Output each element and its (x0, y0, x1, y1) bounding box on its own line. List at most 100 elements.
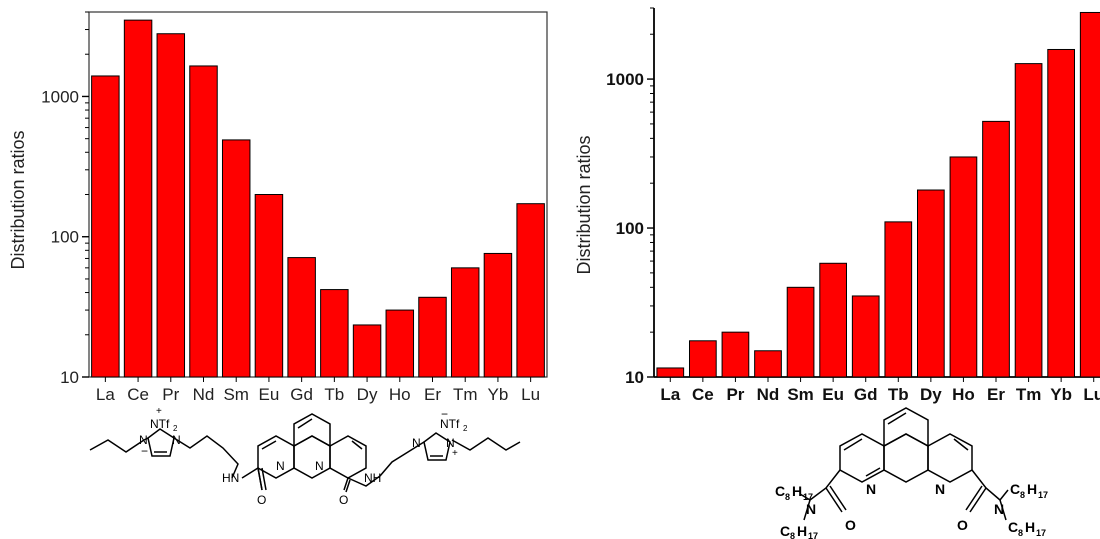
x-tick-label: Lu (1083, 385, 1100, 404)
right-y-ticks: 10 100 1000 (606, 7, 654, 387)
y-tick-label: 100 (616, 219, 644, 238)
x-tick-label: La (96, 385, 115, 404)
right-n-amide-l: N (806, 501, 816, 517)
x-tick-label: Ho (952, 385, 975, 404)
right-o-r: O (957, 517, 968, 533)
bar-Ho (385, 309, 415, 378)
bar-Er (418, 296, 447, 378)
svg-text:17: 17 (803, 492, 813, 502)
svg-text:H: H (797, 523, 807, 539)
svg-text:H: H (1027, 481, 1037, 497)
svg-text:17: 17 (808, 531, 818, 539)
x-tick-label: Lu (521, 385, 540, 404)
bar-Yb (483, 252, 513, 378)
bar-Tm (450, 267, 480, 378)
left-ntf2-label-b: NTf (440, 417, 460, 431)
left-n-b1: N (412, 436, 421, 450)
x-tick-label: Er (424, 385, 441, 404)
bar-La (656, 367, 685, 378)
x-tick-label: Gd (854, 385, 878, 404)
x-tick-label: Pr (726, 385, 744, 404)
svg-text:17: 17 (1038, 490, 1048, 500)
bar-Pr (156, 33, 186, 378)
x-tick-label: Tb (324, 385, 344, 404)
bar-Tb (320, 289, 349, 378)
x-tick-label: Pr (162, 385, 179, 404)
bar-Yb (1047, 48, 1075, 378)
bar-Ho (949, 156, 978, 378)
right-c8h17-top-left: C 8 H 17 (775, 483, 813, 502)
svg-text:8: 8 (785, 492, 790, 502)
y-tick-label: 10 (60, 368, 79, 387)
left-n-a2: N (172, 433, 181, 447)
bar-Er (982, 120, 1010, 378)
right-n-phen2: N (935, 481, 945, 497)
x-tick-label: Dy (357, 385, 378, 404)
x-tick-label: Tm (1016, 385, 1042, 404)
left-y-axis-label: Distribution ratios (8, 130, 28, 269)
x-tick-label: Sm (787, 385, 813, 404)
left-n-b2: N (446, 436, 455, 450)
bar-Tm (1014, 63, 1043, 378)
left-bars (91, 19, 545, 378)
x-tick-label: Nd (757, 385, 780, 404)
bar-Gd (851, 295, 880, 378)
x-tick-label: Sm (223, 385, 249, 404)
left-o-label-b: O (339, 493, 348, 507)
bar-Nd (189, 65, 218, 378)
y-tick-label: 1000 (606, 70, 644, 89)
svg-text:8: 8 (1018, 528, 1023, 538)
right-o-l: O (845, 517, 856, 533)
x-tick-label: Tm (453, 385, 478, 404)
right-c8h17-bottom-left: C 8 H 17 (780, 523, 818, 539)
bar-Dy (352, 324, 382, 378)
left-o-label-a: O (257, 493, 266, 507)
svg-text:8: 8 (790, 531, 795, 539)
y-tick-label: 100 (51, 228, 79, 247)
svg-text:C: C (780, 523, 790, 539)
bar-Pr (721, 331, 750, 378)
x-tick-label: Yb (1050, 385, 1072, 404)
bar-Sm (221, 139, 251, 378)
left-minus-b: − (441, 407, 448, 421)
left-ntf2-sub-b: 2 (463, 424, 468, 433)
left-hn-label: HN (222, 471, 239, 485)
x-tick-label: Ho (389, 385, 411, 404)
svg-text:C: C (775, 483, 785, 499)
right-n-phen1: N (866, 481, 876, 497)
x-tick-label: Gd (290, 385, 313, 404)
x-tick-label: Ce (692, 385, 714, 404)
left-minus-a: − (141, 444, 148, 458)
left-n-phen1: N (276, 459, 285, 473)
bar-Eu (819, 262, 847, 378)
x-tick-label: Nd (193, 385, 215, 404)
right-n-amide-r: N (994, 501, 1004, 517)
y-tick-label: 10 (625, 368, 644, 387)
left-nh-label: NH (364, 471, 381, 485)
x-tick-label: La (660, 385, 680, 404)
svg-text:H: H (1025, 519, 1035, 535)
svg-text:H: H (792, 483, 802, 499)
right-bars (656, 11, 1100, 378)
x-tick-label: Eu (822, 385, 844, 404)
svg-text:C: C (1010, 481, 1020, 497)
x-tick-label: Ce (127, 385, 149, 404)
bar-Lu (1079, 11, 1100, 378)
left-ntf2-label-a: NTf (150, 417, 170, 431)
left-plus-a: + (156, 406, 162, 417)
bar-Nd (754, 350, 782, 378)
bar-Lu (516, 203, 545, 378)
right-y-axis-label: Distribution ratios (574, 135, 594, 274)
svg-text:8: 8 (1020, 490, 1025, 500)
x-tick-label: Tb (888, 385, 909, 404)
bar-Tb (884, 221, 913, 378)
bar-Gd (287, 257, 316, 378)
x-tick-label: Eu (259, 385, 280, 404)
bar-Sm (786, 286, 815, 378)
svg-text:C: C (1008, 519, 1018, 535)
